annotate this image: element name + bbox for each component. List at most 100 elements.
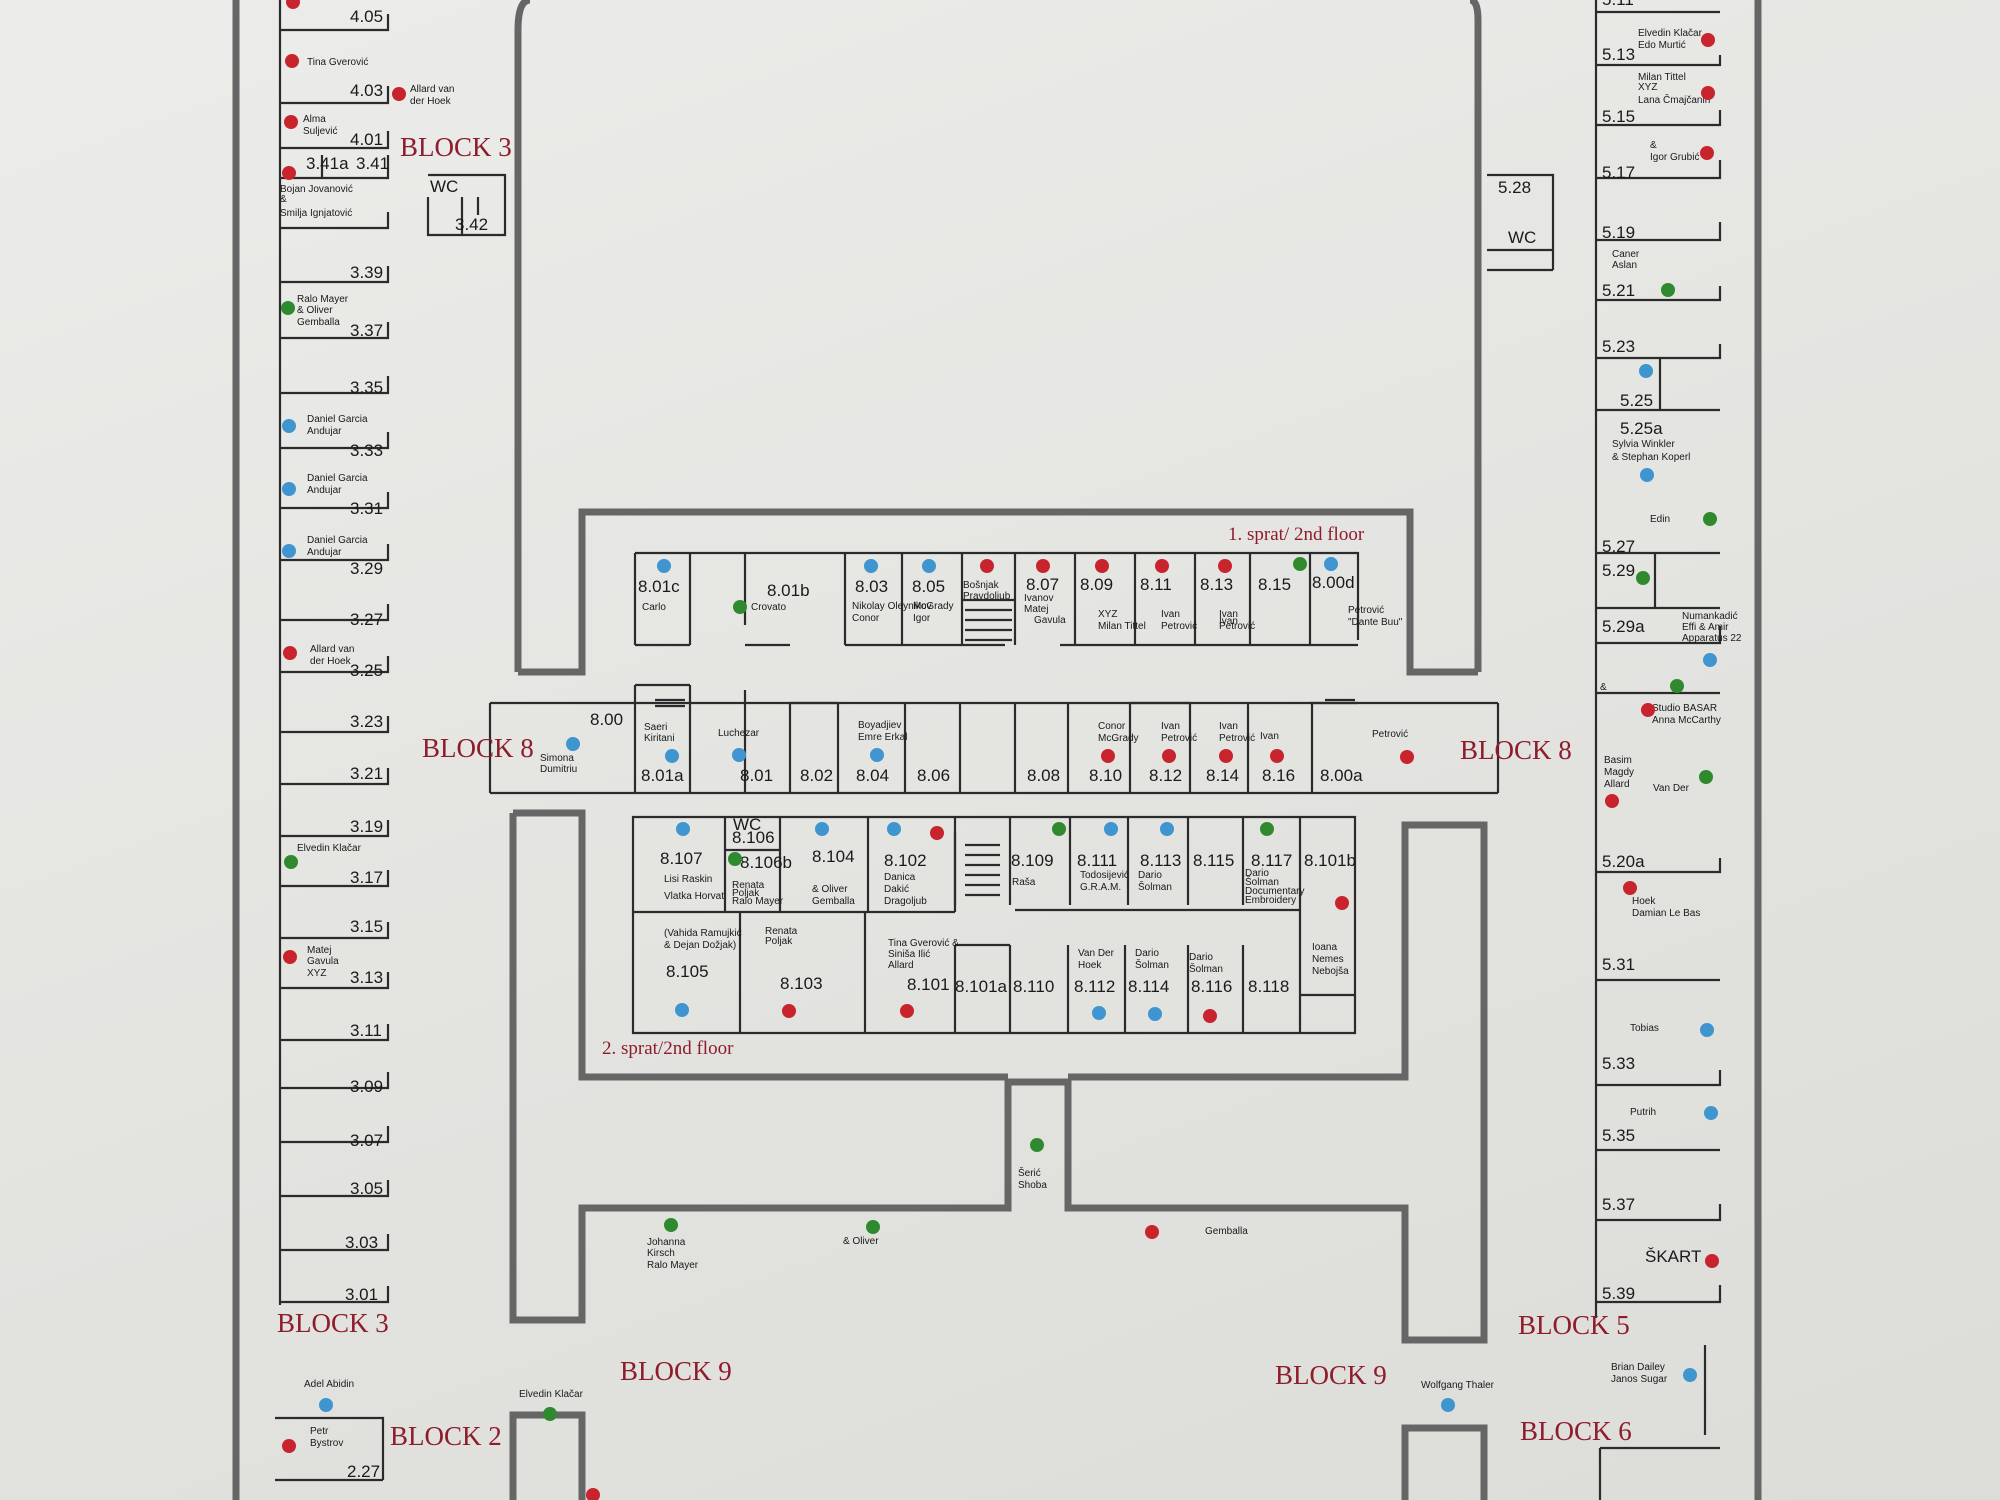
- blue-marker-dot: [815, 822, 829, 836]
- room-number: 5.21: [1602, 281, 1635, 300]
- occupant-name: Tobias: [1630, 1023, 1659, 1034]
- room-number: 4.03: [350, 81, 383, 100]
- block5-rooms: [1487, 0, 1722, 1500]
- room-number: 5.37: [1602, 1195, 1635, 1214]
- occupant-name: Putrih: [1630, 1107, 1656, 1118]
- occupant-name: Adel Abidin: [304, 1379, 354, 1390]
- room-number: 5.25a: [1620, 419, 1663, 438]
- occupant-name: Anna McCarthy: [1652, 715, 1721, 726]
- room-number: 3.19: [350, 817, 383, 836]
- occupant-name: Carlo: [642, 602, 666, 613]
- room-number: 8.110: [1013, 977, 1054, 996]
- room-number: 8.102: [884, 851, 927, 870]
- room-number: 5.25: [1620, 391, 1653, 410]
- occupant-name: Shoba: [1018, 1180, 1047, 1191]
- block3-rooms: [275, 0, 507, 1482]
- green-marker-dot: [866, 1220, 880, 1234]
- occupant-name: Todosijević: [1080, 870, 1129, 881]
- blue-marker-dot: [1683, 1368, 1697, 1382]
- red-marker-dot: [285, 54, 299, 68]
- occupant-name: Luchezar: [718, 728, 760, 739]
- occupant-name: Ivan: [1260, 731, 1279, 742]
- occupant-name: Crovato: [751, 602, 786, 613]
- occupant-name: Van Der: [1078, 948, 1115, 959]
- occupant-name: Conor: [852, 613, 880, 624]
- room-number: 5.35: [1602, 1126, 1635, 1145]
- occupant-name: Elvedin Klačar: [1638, 28, 1703, 39]
- occupant-name: Damian Le Bas: [1632, 908, 1700, 919]
- blue-marker-dot: [1092, 1006, 1106, 1020]
- floor-label-2: 2. sprat/2nd floor: [602, 1038, 734, 1059]
- occupant-name: Dumitriu: [540, 764, 577, 775]
- block-label: BLOCK 9: [620, 1356, 732, 1386]
- red-marker-dot: [282, 166, 296, 180]
- room-number: 8.109: [1011, 851, 1054, 870]
- occupant-name: Petrović: [1161, 621, 1197, 632]
- room-number: 8.101b: [1304, 851, 1356, 870]
- occupant-name: XYZ: [1098, 609, 1117, 620]
- occupant-name: Alma: [303, 114, 326, 125]
- blue-marker-dot: [675, 1003, 689, 1017]
- room-number: 5.11: [1602, 0, 1634, 9]
- room-number: 8.06: [917, 766, 950, 785]
- occupant-name: Pravdoljub: [963, 591, 1011, 602]
- occupant-name: Petr: [310, 1426, 329, 1437]
- occupant-name: Ivan: [1161, 721, 1180, 732]
- occupant-name: Šolman: [1189, 962, 1223, 975]
- occupant-name: Dakić: [884, 884, 909, 895]
- occupant-name: Milan Tittel: [1098, 621, 1146, 632]
- room-number: 8.103: [780, 974, 823, 993]
- room-number: 3.33: [350, 441, 383, 460]
- red-marker-dot: [1605, 794, 1619, 808]
- room-number: 2.27: [347, 1462, 380, 1481]
- occupant-name: Nemes: [1312, 954, 1344, 965]
- room-number: 8.118: [1248, 977, 1289, 996]
- red-marker-dot: [1400, 750, 1414, 764]
- occupant-name: &: [1600, 682, 1607, 693]
- room-number: 8.00a: [1320, 766, 1363, 785]
- red-marker-dot: [1219, 749, 1233, 763]
- room-number: 3.05: [350, 1179, 383, 1198]
- blue-marker-dot: [1639, 364, 1653, 378]
- occupant-name: Ivan: [1219, 609, 1238, 620]
- room-number: 5.29a: [1602, 617, 1645, 636]
- block-label: BLOCK 3: [400, 132, 512, 162]
- occupant-name: G.R.A.M.: [1080, 882, 1121, 893]
- occupant-name: Ioana: [1312, 942, 1337, 953]
- occupant-name: Petrović: [1348, 605, 1384, 616]
- room-number: 3.17: [350, 868, 383, 887]
- occupant-name: XYZ: [307, 968, 326, 979]
- occupant-name: Andujar: [307, 547, 342, 558]
- room-number: 8.07: [1026, 575, 1059, 594]
- blue-marker-dot: [665, 749, 679, 763]
- occupant-name: Matej: [1024, 604, 1048, 615]
- green-marker-dot: [543, 1407, 557, 1421]
- occupant-name: Gavula: [1034, 615, 1066, 626]
- occupant-name: Dario: [1138, 870, 1162, 881]
- room-number: 3.01: [345, 1285, 378, 1304]
- green-marker-dot: [1636, 571, 1650, 585]
- occupant-name: Documentary: [1245, 886, 1304, 897]
- room-number: 8.01: [740, 766, 773, 785]
- occupant-name: Apparatus 22: [1682, 633, 1742, 644]
- block8-floor2-rooms: [631, 815, 1357, 1035]
- occupant-name: (Vahida Ramujkić: [664, 928, 742, 939]
- occupant-name: Andujar: [307, 485, 342, 496]
- blue-marker-dot: [676, 822, 690, 836]
- room-number: 8.113: [1140, 851, 1181, 870]
- occupant-name: Allard: [888, 960, 914, 971]
- block8-floor1-rooms: [488, 551, 1500, 795]
- occupant-name: Danica: [884, 872, 916, 883]
- red-marker-dot: [1641, 703, 1655, 717]
- occupant-name: Gavula: [307, 956, 339, 967]
- occupant-name: Petrović: [1219, 733, 1255, 744]
- green-marker-dot: [1703, 512, 1717, 526]
- occupant-name: der Hoek: [410, 96, 452, 107]
- occupant-name: "Dante Buu": [1348, 617, 1403, 628]
- room-number: 5.19: [1602, 223, 1635, 242]
- green-marker-dot: [1260, 822, 1274, 836]
- occupant-name: Wolfgang Thaler: [1421, 1380, 1495, 1391]
- blue-marker-dot: [282, 482, 296, 496]
- room-number: 8.104: [812, 847, 855, 866]
- red-marker-dot: [283, 950, 297, 964]
